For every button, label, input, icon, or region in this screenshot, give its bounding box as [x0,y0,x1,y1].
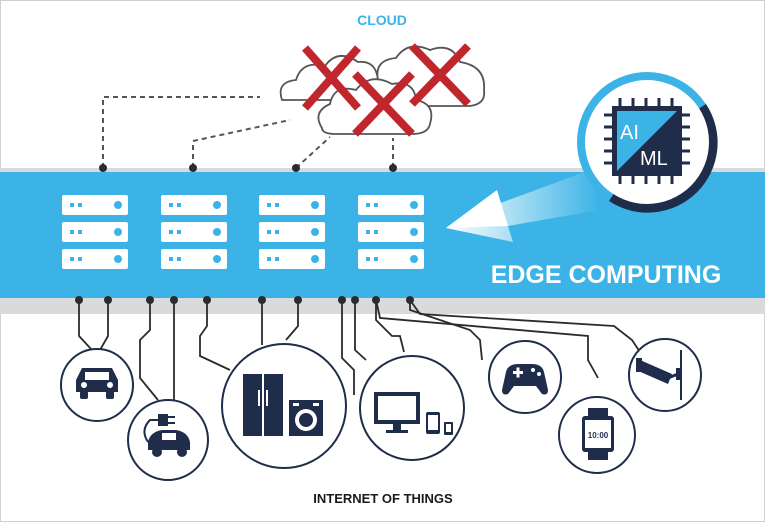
security-camera-icon [636,350,682,400]
server-icon [259,195,325,269]
server-icon [62,195,128,269]
edge-computing-label: EDGE COMPUTING [491,261,722,289]
chip-pins-icon [604,98,690,184]
iot-connection-dots [75,296,414,304]
iot-label: INTERNET OF THINGS [313,491,453,506]
chip-ai-label: AI [620,122,639,144]
smartwatch-icon: 10:00 [582,408,614,460]
cloud-unavailable-cross-icons [302,43,471,137]
computer-icon [374,392,453,435]
chip-ml-label: ML [640,148,668,170]
watch-time-text: 10:00 [588,431,609,440]
car-icon [76,368,118,399]
arrow-head [446,190,508,228]
ai-ml-chip-badge: AI ML [577,72,718,213]
iot-connections [78,299,641,401]
server-icon [358,195,424,269]
cloud-connections [102,96,394,169]
fridge-washer-icon [243,374,323,436]
cloud-connection-dots [99,164,397,172]
electric-car-icon [143,414,190,457]
cloud-label: CLOUD [357,12,407,28]
gamepad-icon [502,364,548,395]
server-icon [161,195,227,269]
server-rack-icons [62,195,424,269]
